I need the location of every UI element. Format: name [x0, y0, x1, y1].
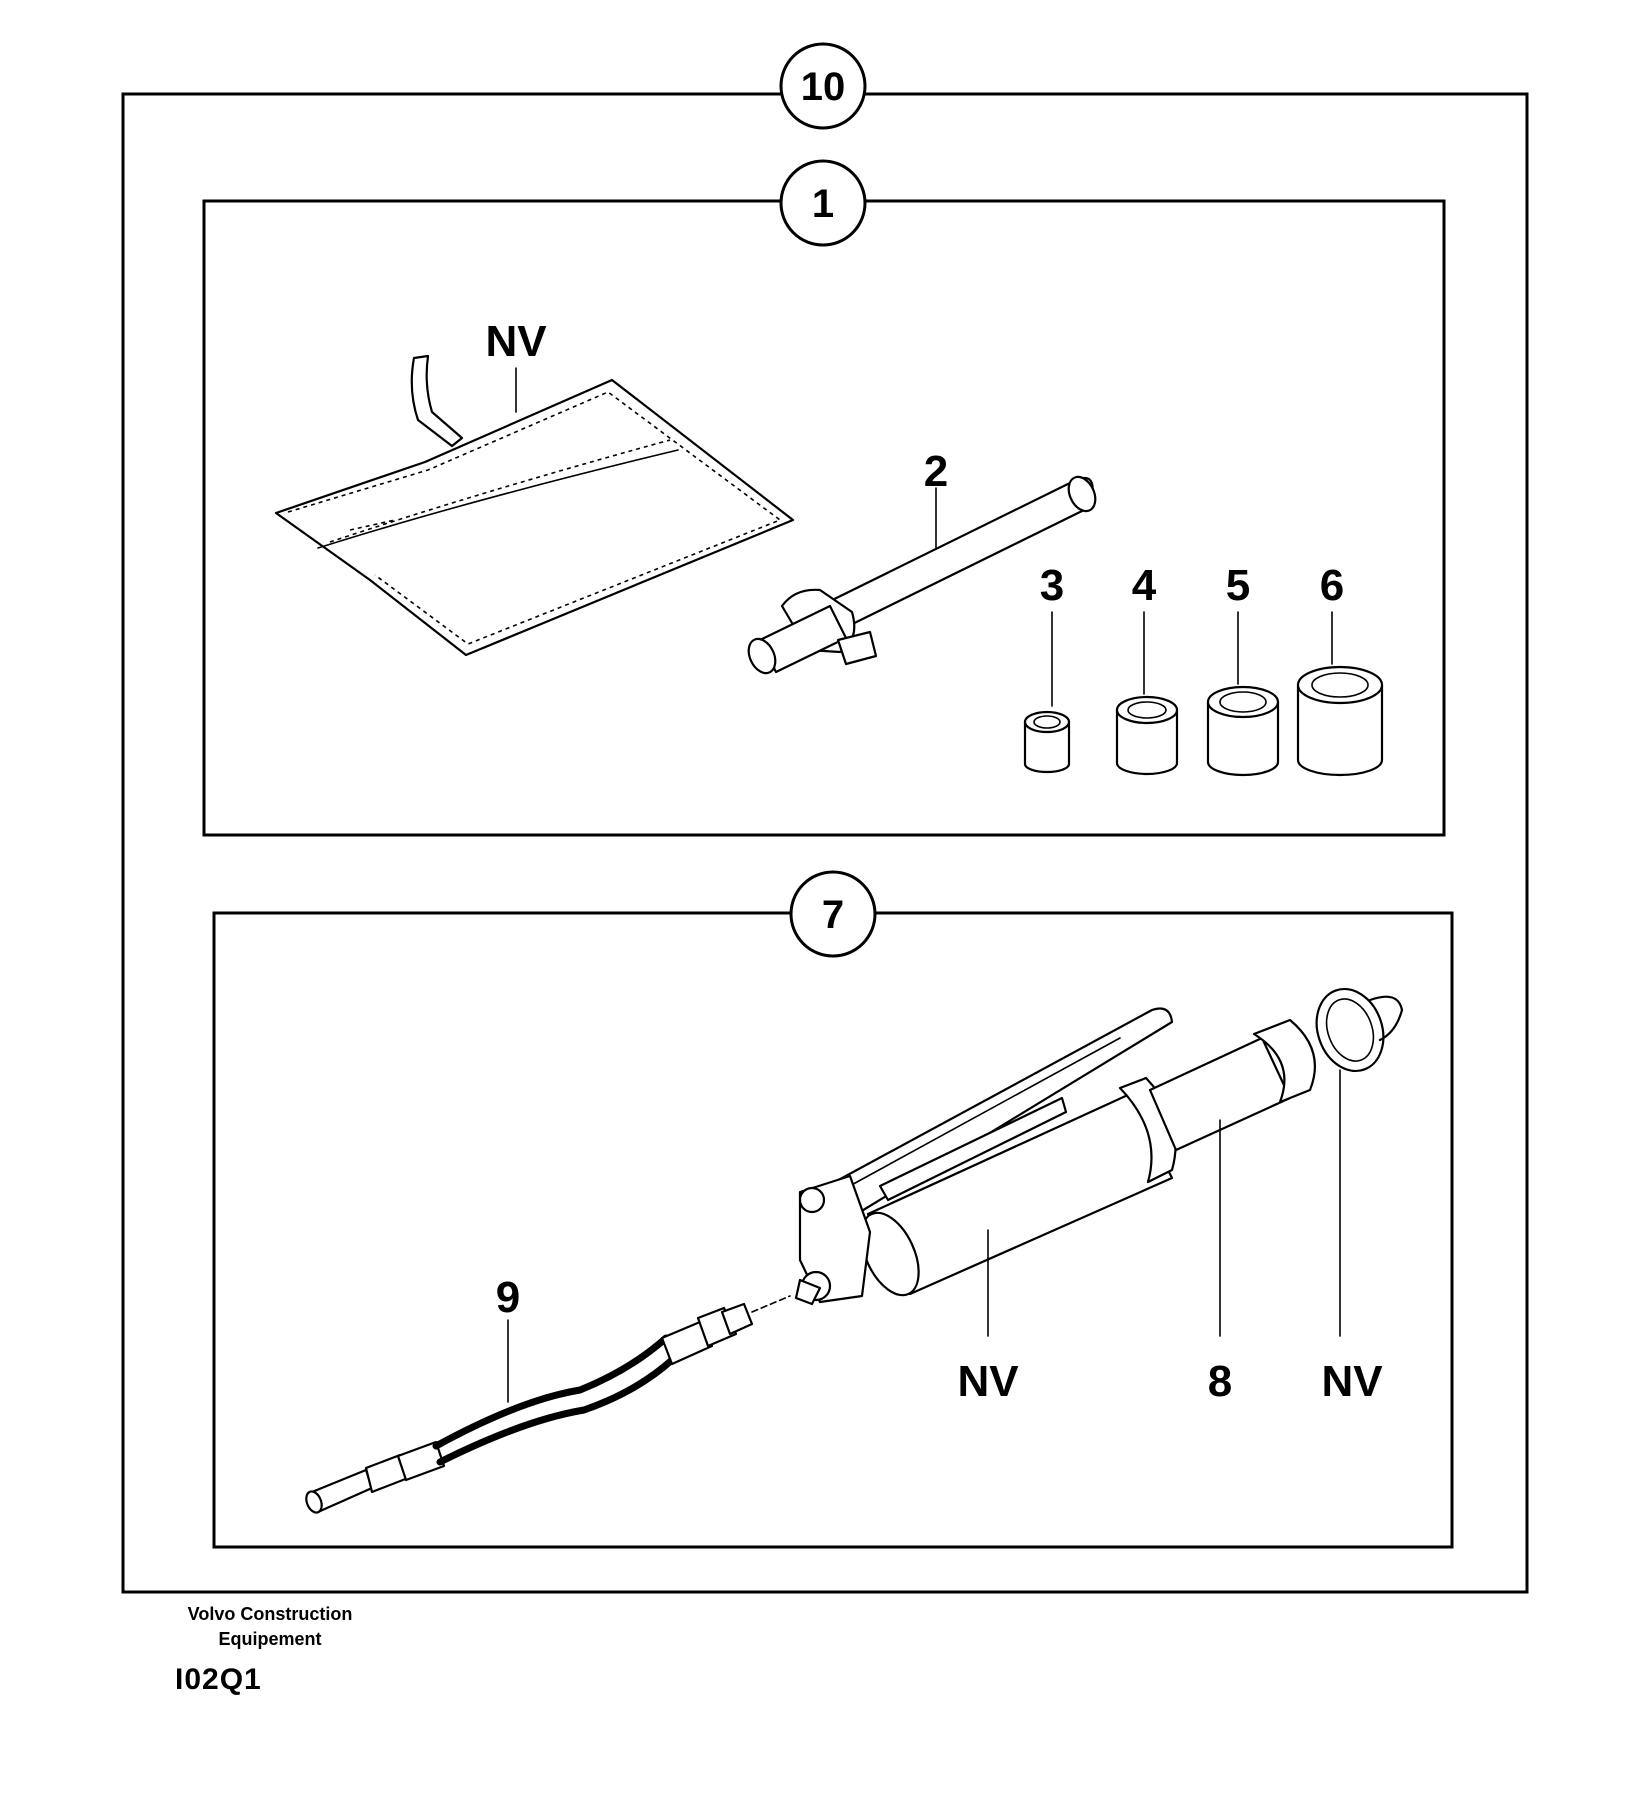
gun-cap-drawing	[1315, 987, 1404, 1073]
label-socket-medium: 4	[1132, 561, 1157, 610]
label-bag: NV	[485, 317, 547, 366]
manufacturer-line2: Equipement	[218, 1629, 322, 1649]
socket-xlarge-drawing	[1296, 665, 1384, 777]
label-cartridge: 8	[1208, 1357, 1232, 1406]
figure-code: I02Q1	[175, 1663, 262, 1696]
label-socket-large: 5	[1226, 561, 1250, 610]
label-gun-body: NV	[957, 1357, 1019, 1406]
grease-gun-drawing	[794, 1007, 1317, 1306]
callout-grease-set-number: 7	[822, 893, 844, 937]
socket-large-drawing	[1206, 685, 1280, 777]
socket-medium-drawing	[1115, 695, 1179, 776]
label-wrench: 2	[924, 447, 948, 496]
callout-toolkit: 1	[779, 159, 867, 247]
callout-toolkit-number: 1	[812, 182, 834, 226]
assembly-frame	[121, 92, 1529, 1594]
label-hose: 9	[496, 1273, 520, 1322]
grease-hose-drawing	[305, 1295, 791, 1514]
callout-assembly-number: 10	[801, 65, 846, 109]
socket-wrench-drawing	[747, 475, 1097, 675]
callout-grease-set: 7	[789, 870, 877, 958]
tool-bag-drawing	[274, 354, 795, 657]
label-socket-small: 3	[1040, 561, 1064, 610]
socket-small-drawing	[1023, 710, 1071, 774]
callout-assembly: 10	[779, 42, 867, 130]
label-socket-xlarge: 6	[1320, 561, 1344, 610]
manufacturer-name: Volvo Construction Equipement	[140, 1602, 400, 1652]
manufacturer-line1: Volvo Construction	[187, 1604, 353, 1624]
label-cap: NV	[1321, 1357, 1383, 1406]
